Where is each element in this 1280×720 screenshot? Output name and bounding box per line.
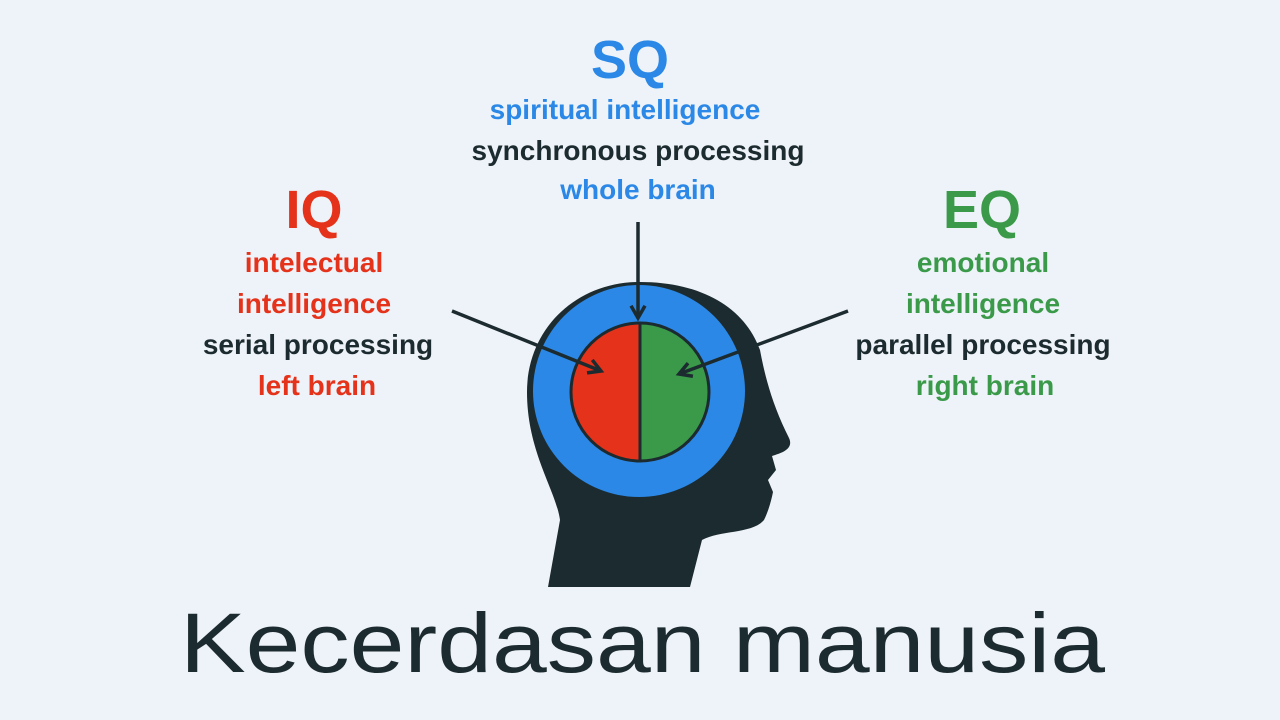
iq-line-1: intelectual [245, 247, 383, 278]
iq-arrow [451, 309, 605, 375]
eq-line-3: parallel processing [855, 329, 1110, 360]
eq-label-group: EQ emotional intelligence parallel proce… [855, 180, 1110, 401]
iq-line-3: serial processing [203, 329, 433, 360]
eq-line-1: emotional [917, 247, 1049, 278]
sq-heading: SQ [591, 30, 669, 90]
iq-line-2: intelligence [237, 288, 391, 319]
sq-line-3: whole brain [559, 174, 716, 205]
iq-label-group: IQ intelectual intelligence serial proce… [203, 180, 433, 401]
sq-label-group: SQ spiritual intelligence synchronous pr… [472, 30, 805, 205]
eq-line-4: right brain [916, 370, 1054, 401]
iq-line-4: left brain [258, 370, 376, 401]
eq-arrow [675, 309, 849, 379]
sq-line-2: synchronous processing [472, 135, 805, 166]
sq-line-1: spiritual intelligence [490, 94, 761, 125]
eq-heading: EQ [943, 180, 1021, 240]
right-brain-half [640, 323, 709, 461]
page-title: Kecerdasan manusia [180, 596, 1105, 690]
eq-line-2: intelligence [906, 288, 1060, 319]
left-brain-half [571, 323, 640, 461]
iq-heading: IQ [285, 180, 342, 240]
